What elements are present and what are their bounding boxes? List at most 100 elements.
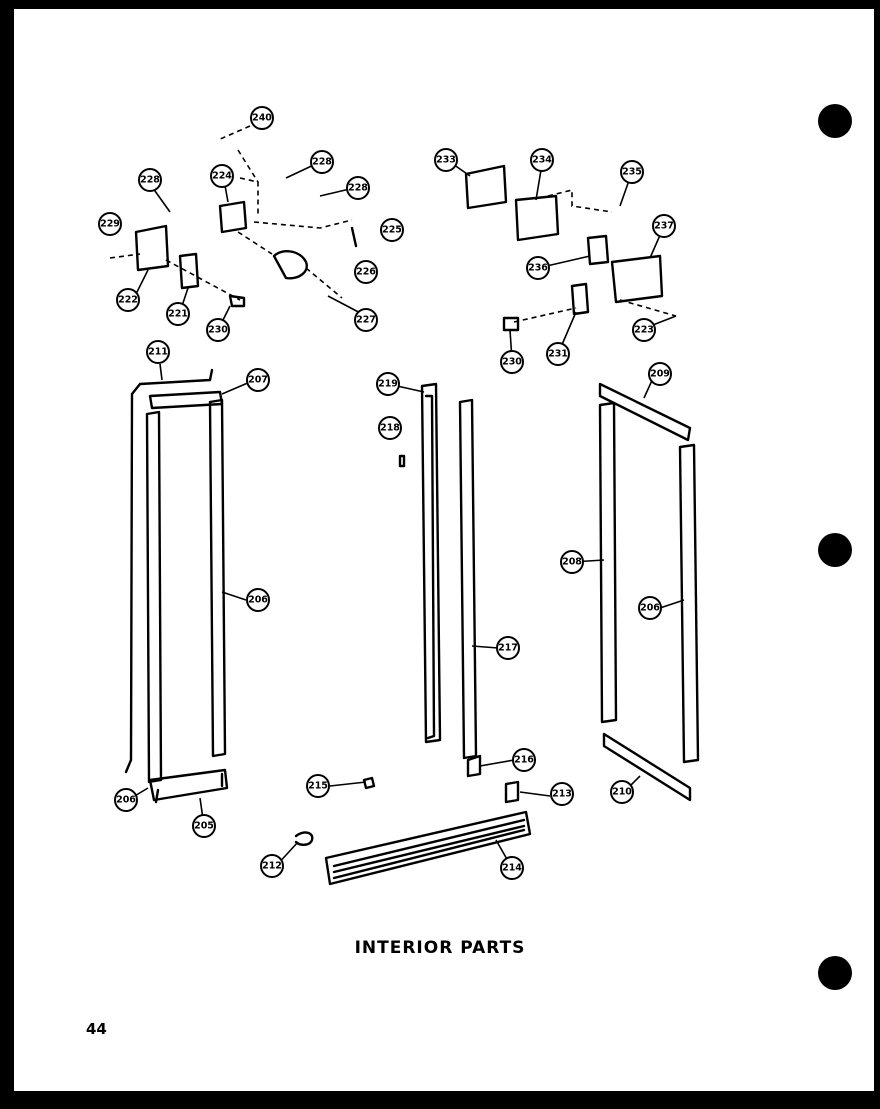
callout-230: 230 xyxy=(500,350,524,374)
callout-circle xyxy=(496,636,520,660)
callout-210: 210 xyxy=(610,780,634,804)
callout-circle xyxy=(146,340,170,364)
callout-circle xyxy=(354,260,378,284)
callout-circle xyxy=(652,214,676,238)
binder-hole-middle xyxy=(818,533,852,567)
callout-circle xyxy=(346,176,370,200)
callout-circle xyxy=(354,308,378,332)
callout-label: 221 xyxy=(168,309,188,320)
callout-label: 237 xyxy=(654,221,674,232)
callout-circle xyxy=(310,150,334,174)
callout-label: 228 xyxy=(348,183,368,194)
callout-240: 240 xyxy=(250,106,274,130)
callout-229: 229 xyxy=(98,212,122,236)
wire-211 xyxy=(124,368,214,774)
callout-label: 228 xyxy=(312,157,332,168)
callout-circle xyxy=(546,342,570,366)
callout-226: 226 xyxy=(354,260,378,284)
diagram-title: INTERIOR PARTS xyxy=(354,938,526,958)
callout-circle xyxy=(500,350,524,374)
grille-214 xyxy=(324,810,532,886)
callout-212: 212 xyxy=(260,854,284,878)
callout-206: 206 xyxy=(638,596,662,620)
callout-label: 209 xyxy=(650,369,670,380)
callout-circle xyxy=(610,780,634,804)
callout-circle xyxy=(246,368,270,392)
binder-hole-top xyxy=(818,104,852,138)
callout-label: 207 xyxy=(248,375,268,386)
callout-label: 219 xyxy=(378,379,398,390)
callout-224: 224 xyxy=(210,164,234,188)
callout-label: 216 xyxy=(514,755,534,766)
right-breaker-frame xyxy=(598,382,700,802)
callout-213: 213 xyxy=(550,782,574,806)
center-strips xyxy=(420,382,478,760)
callout-228: 228 xyxy=(138,168,162,192)
callout-228: 228 xyxy=(310,150,334,174)
callout-circle xyxy=(434,148,458,172)
page-number: 44 xyxy=(86,1020,107,1038)
callout-233: 233 xyxy=(434,148,458,172)
callout-label: 236 xyxy=(528,263,548,274)
callout-216: 216 xyxy=(512,748,536,772)
callout-206: 206 xyxy=(246,588,270,612)
callout-211: 211 xyxy=(146,340,170,364)
callout-label: 230 xyxy=(208,325,228,336)
callout-label: 227 xyxy=(356,315,376,326)
callout-circle xyxy=(98,212,122,236)
lower-small-parts xyxy=(294,454,520,846)
callout-label: 212 xyxy=(262,861,282,872)
callout-circle xyxy=(560,550,584,574)
left-breaker-frame xyxy=(145,390,229,804)
callout-circle xyxy=(638,596,662,620)
callout-label: 215 xyxy=(308,781,328,792)
upper-left-hardware xyxy=(134,200,358,308)
callout-label: 213 xyxy=(552,789,572,800)
callout-236: 236 xyxy=(526,256,550,280)
callout-circle xyxy=(632,318,656,342)
callout-label: 223 xyxy=(634,325,654,336)
callout-label: 229 xyxy=(100,219,120,230)
callout-circle xyxy=(530,148,554,172)
callout-label: 225 xyxy=(382,225,402,236)
callout-222: 222 xyxy=(116,288,140,312)
callout-227: 227 xyxy=(354,308,378,332)
callout-circle xyxy=(166,302,190,326)
callout-label: 218 xyxy=(380,423,400,434)
callout-221: 221 xyxy=(166,302,190,326)
callout-237: 237 xyxy=(652,214,676,238)
callout-223: 223 xyxy=(632,318,656,342)
callout-label: 208 xyxy=(562,557,582,568)
callout-label: 240 xyxy=(252,113,272,124)
callout-230: 230 xyxy=(206,318,230,342)
callout-circle xyxy=(526,256,550,280)
callout-circle xyxy=(648,362,672,386)
callout-circle xyxy=(114,788,138,812)
callout-circle xyxy=(246,588,270,612)
callout-214: 214 xyxy=(500,856,524,880)
callout-label: 233 xyxy=(436,155,456,166)
callout-label: 205 xyxy=(194,821,214,832)
callout-circle xyxy=(380,218,404,242)
leader-lines xyxy=(109,125,685,869)
callout-label: 206 xyxy=(248,595,268,606)
callout-circle xyxy=(550,782,574,806)
callout-label: 228 xyxy=(140,175,160,186)
callout-234: 234 xyxy=(530,148,554,172)
callout-228: 228 xyxy=(346,176,370,200)
callout-label: 235 xyxy=(622,167,642,178)
callout-label: 206 xyxy=(116,795,136,806)
callout-label: 214 xyxy=(502,863,522,874)
callout-label: 234 xyxy=(532,155,552,166)
callout-label: 206 xyxy=(640,603,660,614)
callout-circle xyxy=(376,372,400,396)
callout-circle xyxy=(250,106,274,130)
callout-circle xyxy=(138,168,162,192)
callout-219: 219 xyxy=(376,372,400,396)
callout-circle xyxy=(306,774,330,798)
callout-205: 205 xyxy=(192,814,216,838)
callout-207: 207 xyxy=(246,368,270,392)
callout-circle xyxy=(500,856,524,880)
